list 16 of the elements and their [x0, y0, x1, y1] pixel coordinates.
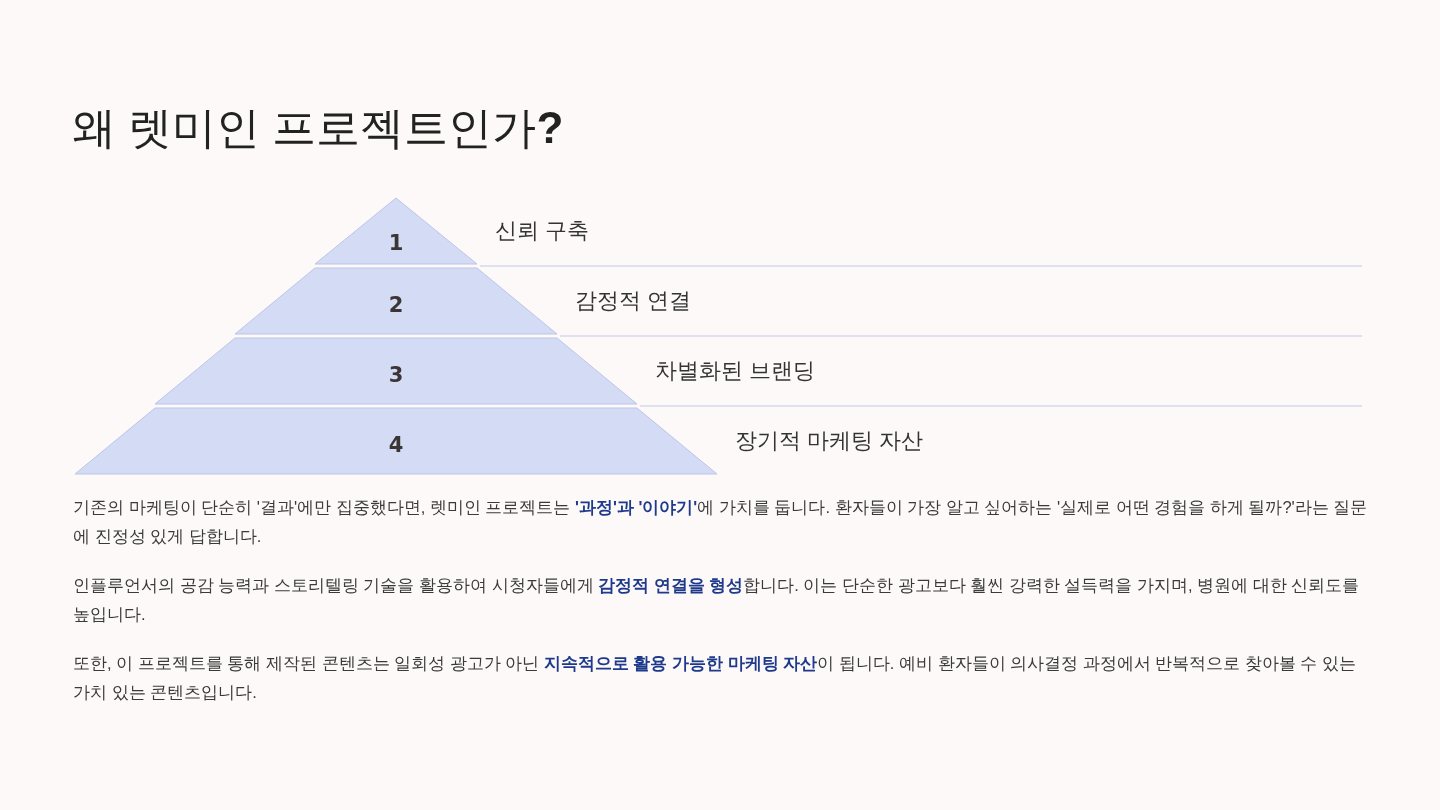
- level-label: 신뢰 구축: [495, 217, 590, 245]
- level-number: 1: [388, 229, 404, 256]
- level-label: 장기적 마케팅 자산: [735, 427, 924, 455]
- pyramid-segment: [235, 268, 557, 334]
- level-label: 차별화된 브랜딩: [655, 357, 816, 385]
- pyramid-segment: [155, 338, 637, 404]
- slide-title: 왜 렛미인 프로젝트인가?: [72, 102, 564, 154]
- level-number: 4: [388, 432, 404, 458]
- level-label: 감정적 연결: [575, 287, 692, 315]
- pyramid-segment: [315, 198, 477, 264]
- level-number: 3: [388, 362, 404, 388]
- body-paragraph: 기존의 마케팅이 단순히 '결과'에만 집중했다면, 렛미인 프로젝트는 '과정'과 '이야기'에 가치를 둡니다. 환자들이 가장 알고 싶어하는 '실제로 어떤 경험을 하게 될까?'라는 질문에 진정성 있게 답합니다.: [73, 497, 1369, 547]
- level-number: 2: [388, 292, 404, 318]
- body-paragraph: 인플루언서의 공감 능력과 스토리텔링 기술을 활용하여 시청자들에게 감정적 연결을 형성합니다. 이는 단순한 광고보다 훨씬 강력한 설득력을 가지며, 병원에 대한 신뢰도를 높입니다.: [73, 575, 1361, 625]
- body-paragraph: 또한, 이 프로젝트를 통해 제작된 콘텐츠는 일회성 광고가 아닌 지속적으로 활용 가능한 마케팅 자산이 됩니다. 예비 환자들이 의사결정 과정에서 반복적으로 찾아볼 수 있는 가치 있는 콘텐츠입니다.: [73, 653, 1358, 703]
- pyramid-segment: [75, 408, 717, 474]
